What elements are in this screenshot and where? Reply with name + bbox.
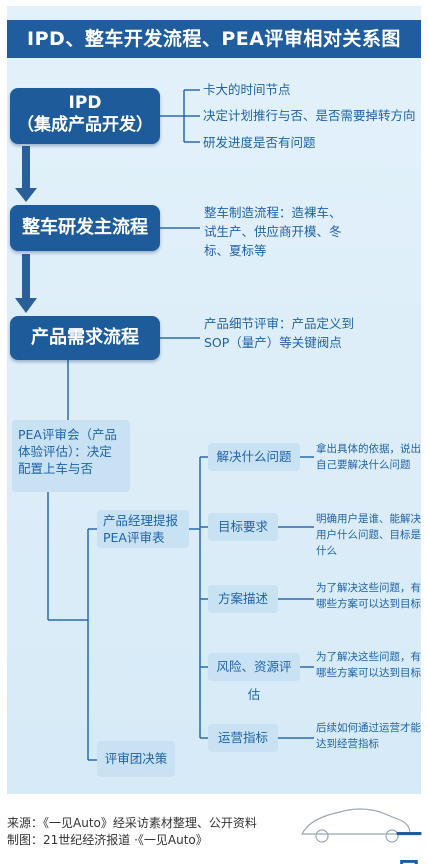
requirement-flow-note: 产品细节评审：产品定义到SOP（量产）等关键阀点 bbox=[204, 316, 355, 350]
footer-source: 来源：《一见Auto》经采访素材整理、公开资料 bbox=[7, 816, 257, 830]
arrow-ipd-to-main bbox=[15, 146, 37, 202]
item-ops: 运营指标 bbox=[208, 724, 278, 752]
item-desc-1: 拿出具体的依据，说出自己要解决什么问题 bbox=[316, 443, 421, 471]
ipd-note-3: 研发进度是否有问题 bbox=[203, 135, 316, 150]
ipd-note-1: 卡大的时间节点 bbox=[203, 82, 291, 97]
item-desc-5: 后续如何通过运营才能达到经营指标 bbox=[316, 722, 421, 750]
pea-meeting-box: PEA评审会（产品体验评估）：决定配置上车与否 bbox=[12, 420, 130, 492]
team-decision-box: 评审团决策 bbox=[97, 741, 175, 777]
ipd-box: IPD （集成产品开发） bbox=[10, 88, 160, 144]
tree-lines bbox=[47, 360, 314, 761]
manager-form-box: 产品经理提报PEA评审表 bbox=[97, 510, 189, 548]
arrow-main-to-req bbox=[15, 254, 37, 313]
ipd-bracket bbox=[160, 89, 200, 143]
car-outline-icon bbox=[301, 808, 411, 843]
ipd-note-2: 决定计划推行与否、是否需要掉转方向 bbox=[203, 108, 416, 123]
main-flow-note: 整车制造流程：造裸车、试生产、供应商开模、冬标、夏标等 bbox=[204, 205, 342, 258]
item-plan: 方案描述 bbox=[208, 585, 278, 613]
main-flow-box: 整车研发主流程 bbox=[10, 205, 160, 251]
page-title: IPD、整车开发流程、PEA评审相对关系图 bbox=[7, 20, 421, 58]
requirement-flow-box: 产品需求流程 bbox=[10, 316, 160, 360]
ipd-label-line2: （集成产品开发） bbox=[17, 115, 153, 135]
item-desc-3: 为了解决这些问题，有哪些方案可以达到目标 bbox=[316, 582, 421, 610]
ipd-label-line1: IPD bbox=[68, 93, 102, 113]
item-desc-4: 为了解决这些问题，有哪些方案可以达到目标 bbox=[316, 651, 421, 679]
logo: 一见 bbox=[396, 821, 423, 864]
item-desc-2: 明确用户是谁、能解决用户什么问题、目标是什么 bbox=[316, 513, 421, 557]
item-risk: 风险、资源评估 bbox=[208, 653, 300, 702]
item-target: 目标要求 bbox=[208, 513, 278, 541]
footer-made-by: 制图：21世纪经济报道 ·《一见Auto》 bbox=[7, 833, 208, 847]
item-solve-problem: 解决什么问题 bbox=[208, 443, 300, 471]
